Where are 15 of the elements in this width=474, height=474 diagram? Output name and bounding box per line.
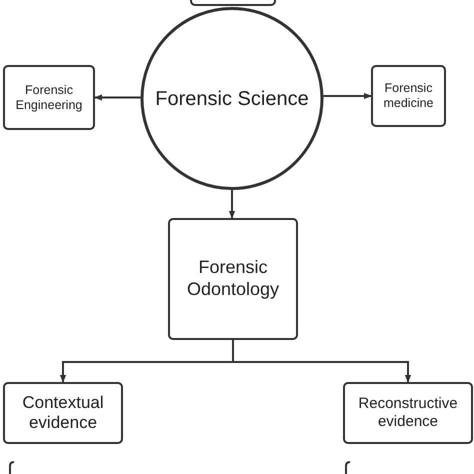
process-box (3, 382, 123, 444)
node-label: Forensic Odontology (186, 257, 280, 301)
process-box (168, 218, 298, 340)
arrow (324, 92, 372, 100)
process-box (343, 382, 473, 444)
process-box (3, 65, 95, 130)
circle-node (139, 7, 325, 190)
node-label: Forensic Engineering (14, 82, 84, 112)
node-label: Forensic Science (154, 86, 310, 110)
arrow (228, 190, 236, 219)
arrow (94, 94, 140, 101)
node-label: Contextual evidence (21, 392, 105, 434)
node-label: Forensic medicine (382, 81, 435, 111)
process-box (371, 65, 446, 127)
node-label: Reconstructive evidence (357, 395, 459, 431)
